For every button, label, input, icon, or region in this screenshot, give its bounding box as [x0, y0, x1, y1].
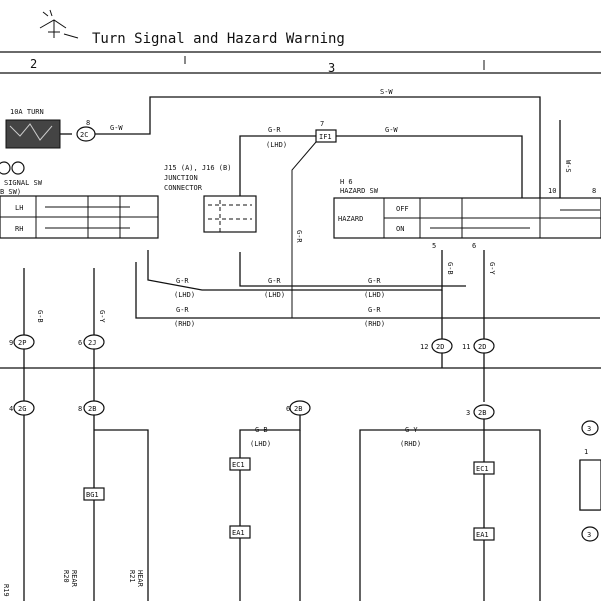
- svg-text:8: 8: [592, 187, 596, 195]
- svg-text:J15 (A), J16 (B): J15 (A), J16 (B): [164, 164, 231, 172]
- turn-signal-switch: SIGNAL SW B SW) LH RH: [0, 161, 159, 239]
- lower-components: BG1 EC1 EA1 G-B (LHD) EC1 EA1 G-Y (RHD) …: [23, 415, 601, 601]
- svg-text:(LHD): (LHD): [250, 440, 271, 448]
- svg-text:1: 1: [584, 448, 588, 456]
- svg-text:(LHD): (LHD): [264, 291, 285, 299]
- svg-text:HAZARD SW: HAZARD SW: [340, 187, 379, 195]
- svg-text:4: 4: [9, 405, 13, 413]
- svg-text:G-R: G-R: [368, 306, 381, 314]
- svg-text:S-W: S-W: [380, 88, 393, 96]
- svg-text:2P: 2P: [18, 339, 26, 347]
- upper-connectors: 9 2P 6 2J 12 2D 11 2D: [0, 268, 601, 402]
- svg-text:(LHD): (LHD): [266, 141, 287, 149]
- svg-text:8: 8: [86, 119, 90, 127]
- svg-text:2B: 2B: [478, 409, 486, 417]
- svg-text:SIGNAL SW: SIGNAL SW: [4, 179, 43, 187]
- turn-signal-icon: [39, 9, 79, 39]
- svg-text:2G: 2G: [18, 405, 26, 413]
- svg-text:(LHD): (LHD): [174, 291, 195, 299]
- svg-text:10: 10: [548, 187, 556, 195]
- svg-text:EC1: EC1: [476, 465, 489, 473]
- svg-text:B SW): B SW): [0, 188, 21, 196]
- svg-text:G-R: G-R: [268, 126, 281, 134]
- svg-text:2C: 2C: [80, 131, 88, 139]
- svg-text:2D: 2D: [436, 343, 444, 351]
- svg-text:2J: 2J: [88, 339, 96, 347]
- svg-text:(RHD): (RHD): [400, 440, 421, 448]
- svg-text:9: 9: [9, 339, 13, 347]
- svg-text:2D: 2D: [478, 343, 486, 351]
- page-title: Turn Signal and Hazard Warning: [92, 31, 345, 47]
- svg-text:R21: R21: [128, 570, 136, 583]
- svg-text:6: 6: [286, 405, 290, 413]
- svg-text:G-R: G-R: [368, 277, 381, 285]
- svg-text:H 6: H 6: [340, 178, 353, 186]
- svg-text:HEAR: HEAR: [136, 570, 144, 588]
- svg-text:R20: R20: [62, 570, 70, 583]
- svg-text:IF1: IF1: [319, 133, 332, 141]
- svg-text:G-R: G-R: [295, 230, 303, 243]
- svg-text:12: 12: [420, 343, 428, 351]
- fuse-turn: 10A TURN 8 2C: [5, 108, 96, 149]
- grid-column-3: 3: [328, 61, 335, 75]
- svg-text:3: 3: [466, 409, 470, 417]
- svg-text:W-S: W-S: [564, 160, 572, 173]
- svg-text:ON: ON: [396, 225, 404, 233]
- svg-text:REAR: REAR: [70, 570, 78, 588]
- svg-text:6: 6: [472, 242, 476, 250]
- svg-text:OFF: OFF: [396, 205, 409, 213]
- grid-column-2: 2: [30, 57, 37, 71]
- svg-text:HAZARD: HAZARD: [338, 215, 363, 223]
- svg-text:EC1: EC1: [232, 461, 245, 469]
- wire-sw: S-W G-W: [95, 88, 541, 200]
- svg-text:6: 6: [78, 339, 82, 347]
- svg-text:3: 3: [587, 425, 591, 433]
- svg-text:10A TURN: 10A TURN: [10, 108, 44, 116]
- svg-text:G-B: G-B: [36, 310, 44, 323]
- svg-text:CONNECTOR: CONNECTOR: [164, 184, 203, 192]
- svg-text:G-Y: G-Y: [98, 310, 106, 323]
- svg-text:JUNCTION: JUNCTION: [164, 174, 198, 182]
- svg-text:LH: LH: [15, 204, 23, 212]
- svg-text:G-B: G-B: [255, 426, 268, 434]
- svg-text:2B: 2B: [88, 405, 96, 413]
- svg-text:2B: 2B: [294, 405, 302, 413]
- svg-text:8: 8: [78, 405, 82, 413]
- lower-connectors: 4 2G 8 2B 6 2B 3 2B 3 3: [9, 400, 599, 542]
- svg-text:(LHD): (LHD): [364, 291, 385, 299]
- svg-text:11: 11: [462, 343, 470, 351]
- svg-text:R19: R19: [2, 584, 10, 597]
- svg-text:BG1: BG1: [86, 491, 99, 499]
- svg-text:7: 7: [320, 120, 324, 128]
- svg-text:3: 3: [587, 531, 591, 539]
- svg-text:G-W: G-W: [385, 126, 398, 134]
- svg-text:G-Y: G-Y: [405, 426, 418, 434]
- header: Turn Signal and Hazard Warning 2 3: [0, 9, 601, 75]
- svg-text:G-R: G-R: [268, 277, 281, 285]
- bottom-labels: R19 R20 REAR R21 HEAR: [2, 570, 144, 597]
- svg-text:EA1: EA1: [232, 529, 245, 537]
- junction-connector: J15 (A), J16 (B) JUNCTION CONNECTOR: [164, 164, 257, 233]
- svg-text:G-Y: G-Y: [488, 262, 496, 275]
- svg-text:5: 5: [432, 242, 436, 250]
- svg-text:(RHD): (RHD): [174, 320, 195, 328]
- svg-text:G-B: G-B: [446, 262, 454, 275]
- svg-text:RH: RH: [15, 225, 23, 233]
- svg-text:EA1: EA1: [476, 531, 489, 539]
- wiring-runs: G-R (LHD) G-R (LHD) G-R (LHD) G-R (RHD) …: [36, 250, 600, 340]
- hazard-switch: H 6 HAZARD SW HAZARD OFF ON 10 8 5 6 W-S: [333, 120, 601, 250]
- flasher-connector: 7 IF1 G-W G-R (LHD) G-R: [239, 120, 523, 318]
- svg-text:G-R: G-R: [176, 306, 189, 314]
- svg-text:(RHD): (RHD): [364, 320, 385, 328]
- svg-text:G-R: G-R: [176, 277, 189, 285]
- svg-text:G-W: G-W: [110, 124, 123, 132]
